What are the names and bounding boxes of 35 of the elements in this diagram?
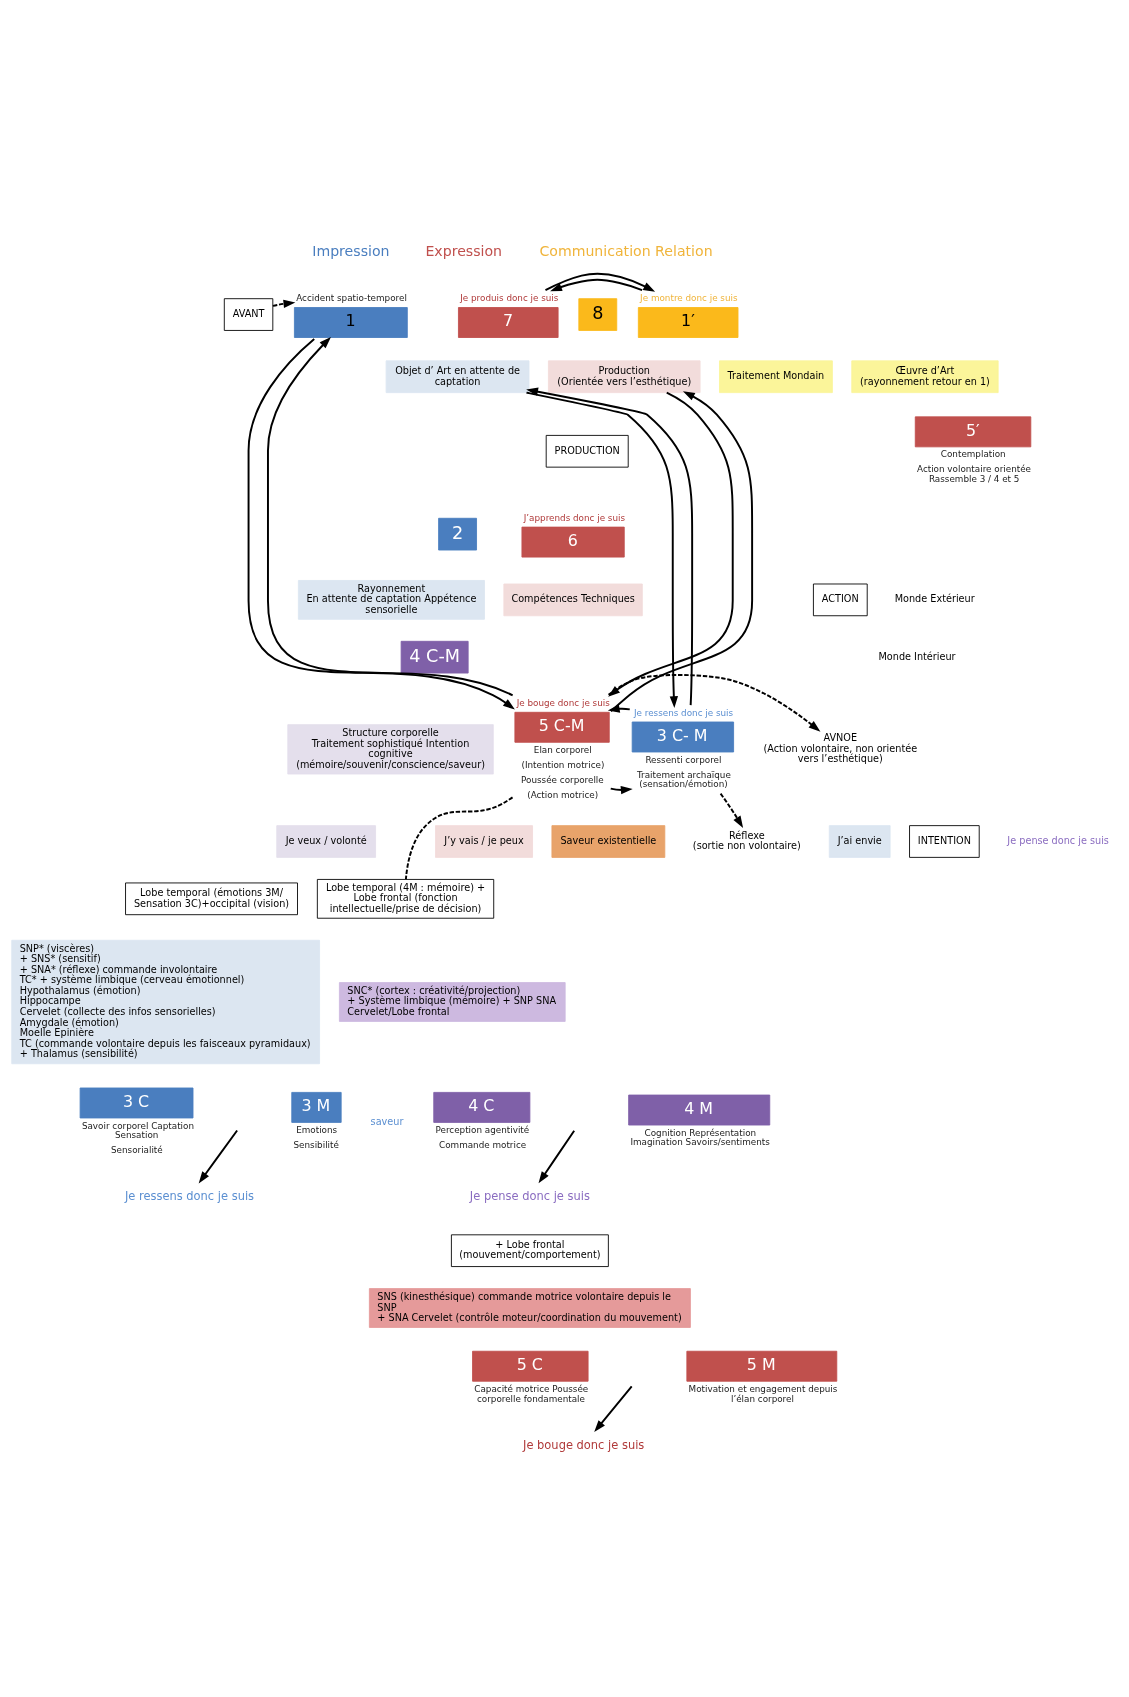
node-label: Accident spatio-temporel <box>296 292 407 303</box>
node-label: Motivation et engagement depuis l’élan corporel <box>688 1383 838 1403</box>
node-label: Traitement archaïque (sensation/émotion) <box>637 769 731 789</box>
node-label: (Intention motrice) <box>521 759 605 770</box>
node-label: Elan corporel <box>533 744 592 755</box>
label: Impression <box>312 242 390 259</box>
label: Monde Intérieur <box>878 650 956 662</box>
node-text: Je ressens donc je suis <box>124 1188 255 1203</box>
node-text: Réflexe (sortie non volontaire) <box>692 829 801 851</box>
node-label: Je montre donc je suis <box>640 292 738 303</box>
node-label: Je bouge donc je suis <box>516 697 610 708</box>
node-label: Emotions <box>296 1124 338 1135</box>
label: Monde Extérieur <box>894 592 975 604</box>
label: Expression <box>425 242 503 259</box>
node-label: Je ressens donc je suis <box>633 707 734 718</box>
node-label: Action volontaire orientée Rassemble 3 / 4 et 5 <box>917 463 1031 484</box>
node-label: Contemplation <box>940 448 1006 459</box>
label: Je pense donc je suis <box>1007 834 1109 846</box>
node-label: Cognition Représentation Imagination Savoirs/sentiments <box>630 1127 770 1147</box>
node-label: Poussée corporelle <box>521 774 604 785</box>
node-label: Ressenti corporel <box>645 754 722 765</box>
node-text: AVNOE (Action volontaire, non orientée vers l’esthétique) <box>763 731 918 764</box>
node-label: Savoir corporel Captation Sensation <box>81 1120 194 1140</box>
node-label: Sensibilité <box>293 1139 339 1150</box>
label: saveur <box>370 1115 404 1127</box>
node-text: Je bouge donc je suis <box>523 1437 645 1452</box>
label: Communication Relation <box>539 242 713 259</box>
node-label: Sensorialité <box>110 1144 163 1155</box>
node-label: Je produis donc je suis <box>460 292 559 303</box>
node-label: (Action motrice) <box>527 789 599 800</box>
node-label: J’apprends donc je suis <box>523 512 626 523</box>
node-text: Je pense donc je suis <box>469 1188 590 1203</box>
node-label: Perception agentivité <box>435 1124 530 1135</box>
node-label: Commande motrice <box>439 1139 527 1150</box>
node-label: Capacité motrice Poussée corporelle fondamentale <box>474 1383 589 1403</box>
